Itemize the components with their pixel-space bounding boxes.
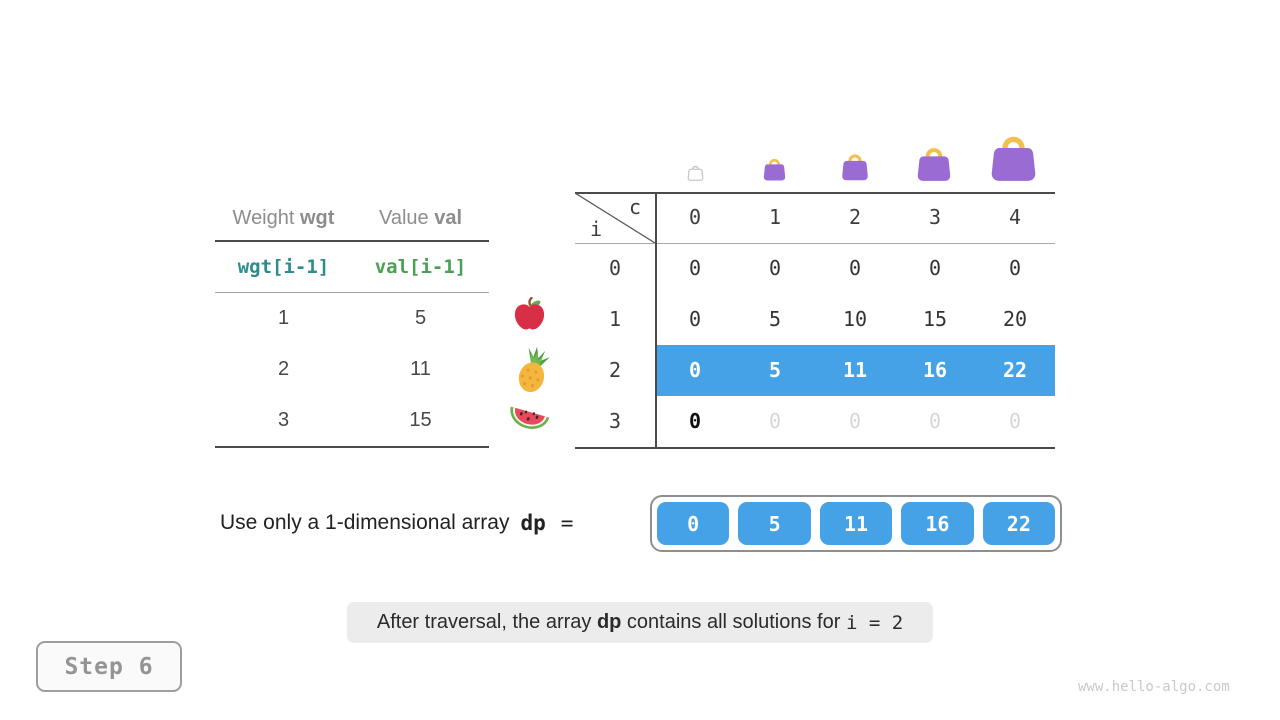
item-row-1: 1 5 [215,293,489,344]
col-header: 4 [1008,205,1022,229]
dp-code-label: dp [520,510,546,535]
handbag-icon-medium [840,152,870,186]
dp-row-3: 0 0 0 0 0 [655,396,1055,447]
divider [215,292,489,293]
caption-dp-code: dp [596,611,622,633]
apple-icon [513,296,546,337]
item-weight: 3 [277,409,290,431]
col-header: 3 [928,205,942,229]
items-table: Weight wgt Value val wgt[i-1] val[i-1] 1… [215,196,489,448]
divider [215,446,489,448]
items-table-header: Weight wgt Value val [215,196,489,240]
row-header: 0 [608,256,622,280]
item-row-3: 3 15 [215,395,489,446]
caption-text: contains all solutions for [621,611,846,633]
dp-cell: 0 [928,409,942,433]
dp-row-1: 0 5 10 15 20 [655,294,1055,345]
empty-bag-icon [687,164,704,186]
table-vertical-divider [655,192,657,449]
caption-banner: After traversal, the array dp contains a… [346,602,934,643]
col-header: 2 [848,205,862,229]
row-header: 1 [608,307,622,331]
dp-cell: 10 [842,307,868,331]
col-header: 0 [688,205,702,229]
corner-cell: c i [575,193,655,243]
divider [215,240,489,242]
dp-cell: 0 [928,256,942,280]
dp-cell: 11 [842,358,868,382]
equals-sign: = [560,510,574,535]
row-header: 2 [608,358,622,382]
dp-array-cell: 5 [738,502,811,545]
dp-table: c i 0 1 2 3 4 0 1 2 3 0 0 0 0 0 0 [575,192,1055,449]
column-headers: 0 1 2 3 4 [655,192,1055,243]
dp-cell: 22 [1002,358,1028,382]
dp-row-0: 0 0 0 0 0 [655,243,1055,294]
handbag-icon-large [915,145,953,187]
diagonal-line [575,193,655,243]
dp-cell: 0 [768,409,782,433]
dp-cell: 0 [688,358,702,382]
step-badge: Step 6 [36,641,182,692]
dp-array-cell: 16 [901,502,974,545]
dp-cell: 5 [768,307,782,331]
dp-cell: 0 [848,256,862,280]
item-value: 5 [414,307,427,329]
dp-cell: 5 [768,358,782,382]
caption-text: After traversal, the array [376,611,597,633]
watermelon-icon [506,398,552,443]
dp-array-cell: 22 [982,502,1056,545]
dp-array: 0 5 11 16 22 [650,495,1062,552]
dp-cell: 0 [688,307,702,331]
item-value: 11 [410,358,431,380]
highlighted-row-background [657,345,1055,396]
row-axis-label: i [590,217,603,241]
table-header-divider [575,243,1055,244]
pineapple-icon [511,345,551,400]
col-header: 1 [768,205,782,229]
dp-cell: 0 [768,256,782,280]
dp-cell: 0 [848,409,862,433]
item-value: 15 [409,409,432,431]
table-top-border [575,192,1055,194]
table-bottom-border [575,447,1055,449]
dp-cell: 15 [922,307,948,331]
array-label: Use only a 1-dimensional array dp = [220,495,573,550]
col-axis-label: c [628,195,641,219]
dp-cell: 0 [688,409,702,433]
row-headers: 0 1 2 3 [575,243,655,447]
wgt-formula: wgt[i-1] [237,256,330,278]
site-watermark: www.hello-algo.com [1078,679,1230,695]
val-formula: val[i-1] [374,256,467,278]
item-row-2: 2 11 [215,344,489,395]
dp-cell: 0 [1008,409,1022,433]
item-weight: 1 [277,307,290,329]
dp-cell: 20 [1002,307,1028,331]
handbag-icon-xlarge [988,133,1039,187]
dp-array-cell: 0 [657,502,730,545]
weight-column-header: Weight wgt [232,206,335,229]
array-label-text: Use only a 1-dimensional array [220,510,510,534]
dp-cell: 0 [688,256,702,280]
item-weight: 2 [277,358,290,380]
dp-cell: 16 [922,358,948,382]
caption-i-code: i = 2 [845,611,904,634]
dp-values-grid: 0 0 0 0 0 0 5 10 15 20 0 5 11 16 22 0 [655,243,1055,447]
value-column-header: Value val [378,206,463,229]
dp-array-cell: 11 [819,502,893,545]
handbag-icon-small [762,157,787,186]
dp-cell: 0 [1008,256,1022,280]
row-header: 3 [608,409,622,433]
formula-row: wgt[i-1] val[i-1] [215,242,489,292]
dp-row-2-highlighted: 0 5 11 16 22 [655,345,1055,396]
